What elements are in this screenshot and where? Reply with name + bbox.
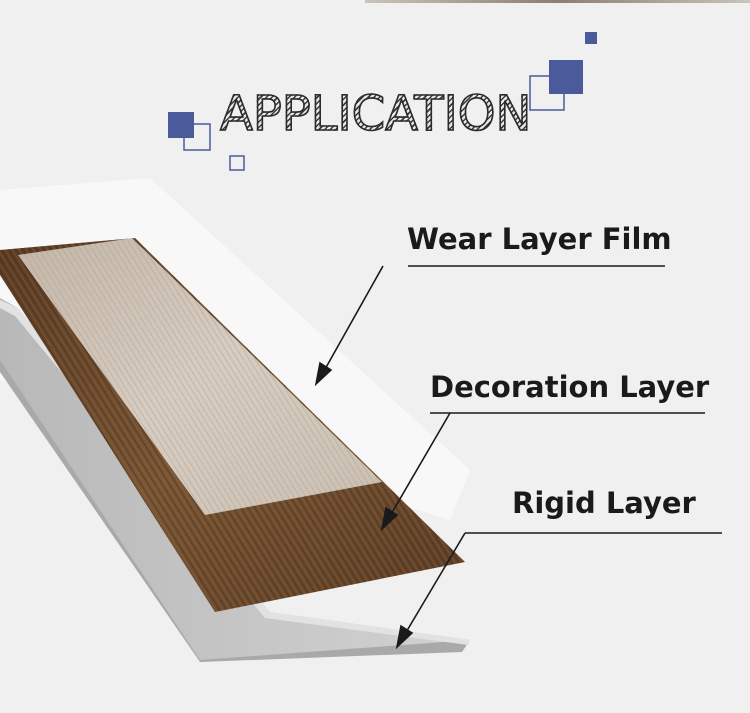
decor-square-left-outline xyxy=(183,123,211,151)
wear-layer-grain xyxy=(18,238,382,515)
page-title: APPLICATION xyxy=(219,85,532,143)
decor-square-left-filled xyxy=(168,112,194,138)
decor-square-left-small xyxy=(229,155,245,171)
decor-square-filled xyxy=(549,60,583,94)
label-rigid-layer: Rigid Layer xyxy=(512,486,696,520)
top-image-strip xyxy=(365,0,750,3)
rigid-leader xyxy=(404,532,466,635)
label-decoration-layer: Decoration Layer xyxy=(430,370,710,404)
decoration-leader xyxy=(389,412,451,517)
wear-arrowhead xyxy=(314,361,333,387)
decoration-arrowhead xyxy=(380,506,399,532)
label-wear-layer-film: Wear Layer Film xyxy=(407,222,672,256)
wear-leader xyxy=(323,265,384,372)
rigid-arrowhead xyxy=(395,624,414,650)
decor-square-small xyxy=(585,32,597,44)
